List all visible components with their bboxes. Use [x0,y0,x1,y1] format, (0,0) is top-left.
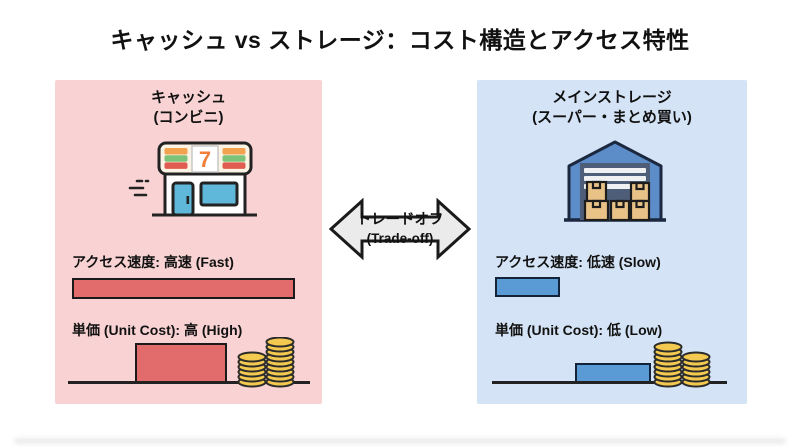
storage-speed-bar [495,277,560,297]
warehouse-icon [564,140,666,222]
trade-off-label: トレードオフ (Trade-off) [328,190,472,268]
store-sign-digit: 7 [199,147,211,172]
page-title: キャッシュ vs ストレージ：コスト構造とアクセス特性 [110,27,690,53]
storage-panel-subtitle: (スーパー・まとめ買い) [532,109,692,127]
cache-cost-label: 単価 (Unit Cost): 高 (High) [72,322,243,338]
cargo-boxes-icon [583,180,651,222]
storage-panel: メインストレージ (スーパー・まとめ買い) [477,80,747,404]
store-sign-stripes [164,148,246,169]
roll-door-slats [584,168,646,189]
double-arrow-icon [328,197,472,261]
convenience-store-icon: 7 [128,141,257,217]
storage-cost-label: 単価 (Unit Cost): 低 (Low) [495,322,663,338]
bottom-shadow [14,438,786,444]
storage-cost-bar [575,363,651,383]
cache-cost-bar [135,343,227,383]
storage-panel-title: メインストレージ [552,89,672,106]
cache-speed-label: アクセス速度: 高速 (Fast) [72,254,234,270]
storage-cost-baseline [492,381,727,384]
trade-off-label-en: (Trade-off) [366,230,434,246]
cache-panel-header: キャッシュ (コンビニ) [55,88,322,129]
coin-stack-icon [653,341,711,388]
speed-lines-icon [128,179,150,197]
trade-off-arrow: トレードオフ (Trade-off) [328,190,472,268]
trade-off-label-ja: トレードオフ [356,211,444,228]
storage-panel-header: メインストレージ (スーパー・まとめ買い) [477,88,747,129]
storage-speed-label: アクセス速度: 低速 (Slow) [495,254,661,270]
cache-speed-bar [72,278,295,299]
cache-panel-title: キャッシュ [150,89,226,106]
cache-panel: キャッシュ (コンビニ) [55,80,322,404]
cache-panel-subtitle: (コンビニ) [153,109,224,127]
coin-stack-icon [237,337,295,388]
cache-cost-baseline [68,381,310,384]
